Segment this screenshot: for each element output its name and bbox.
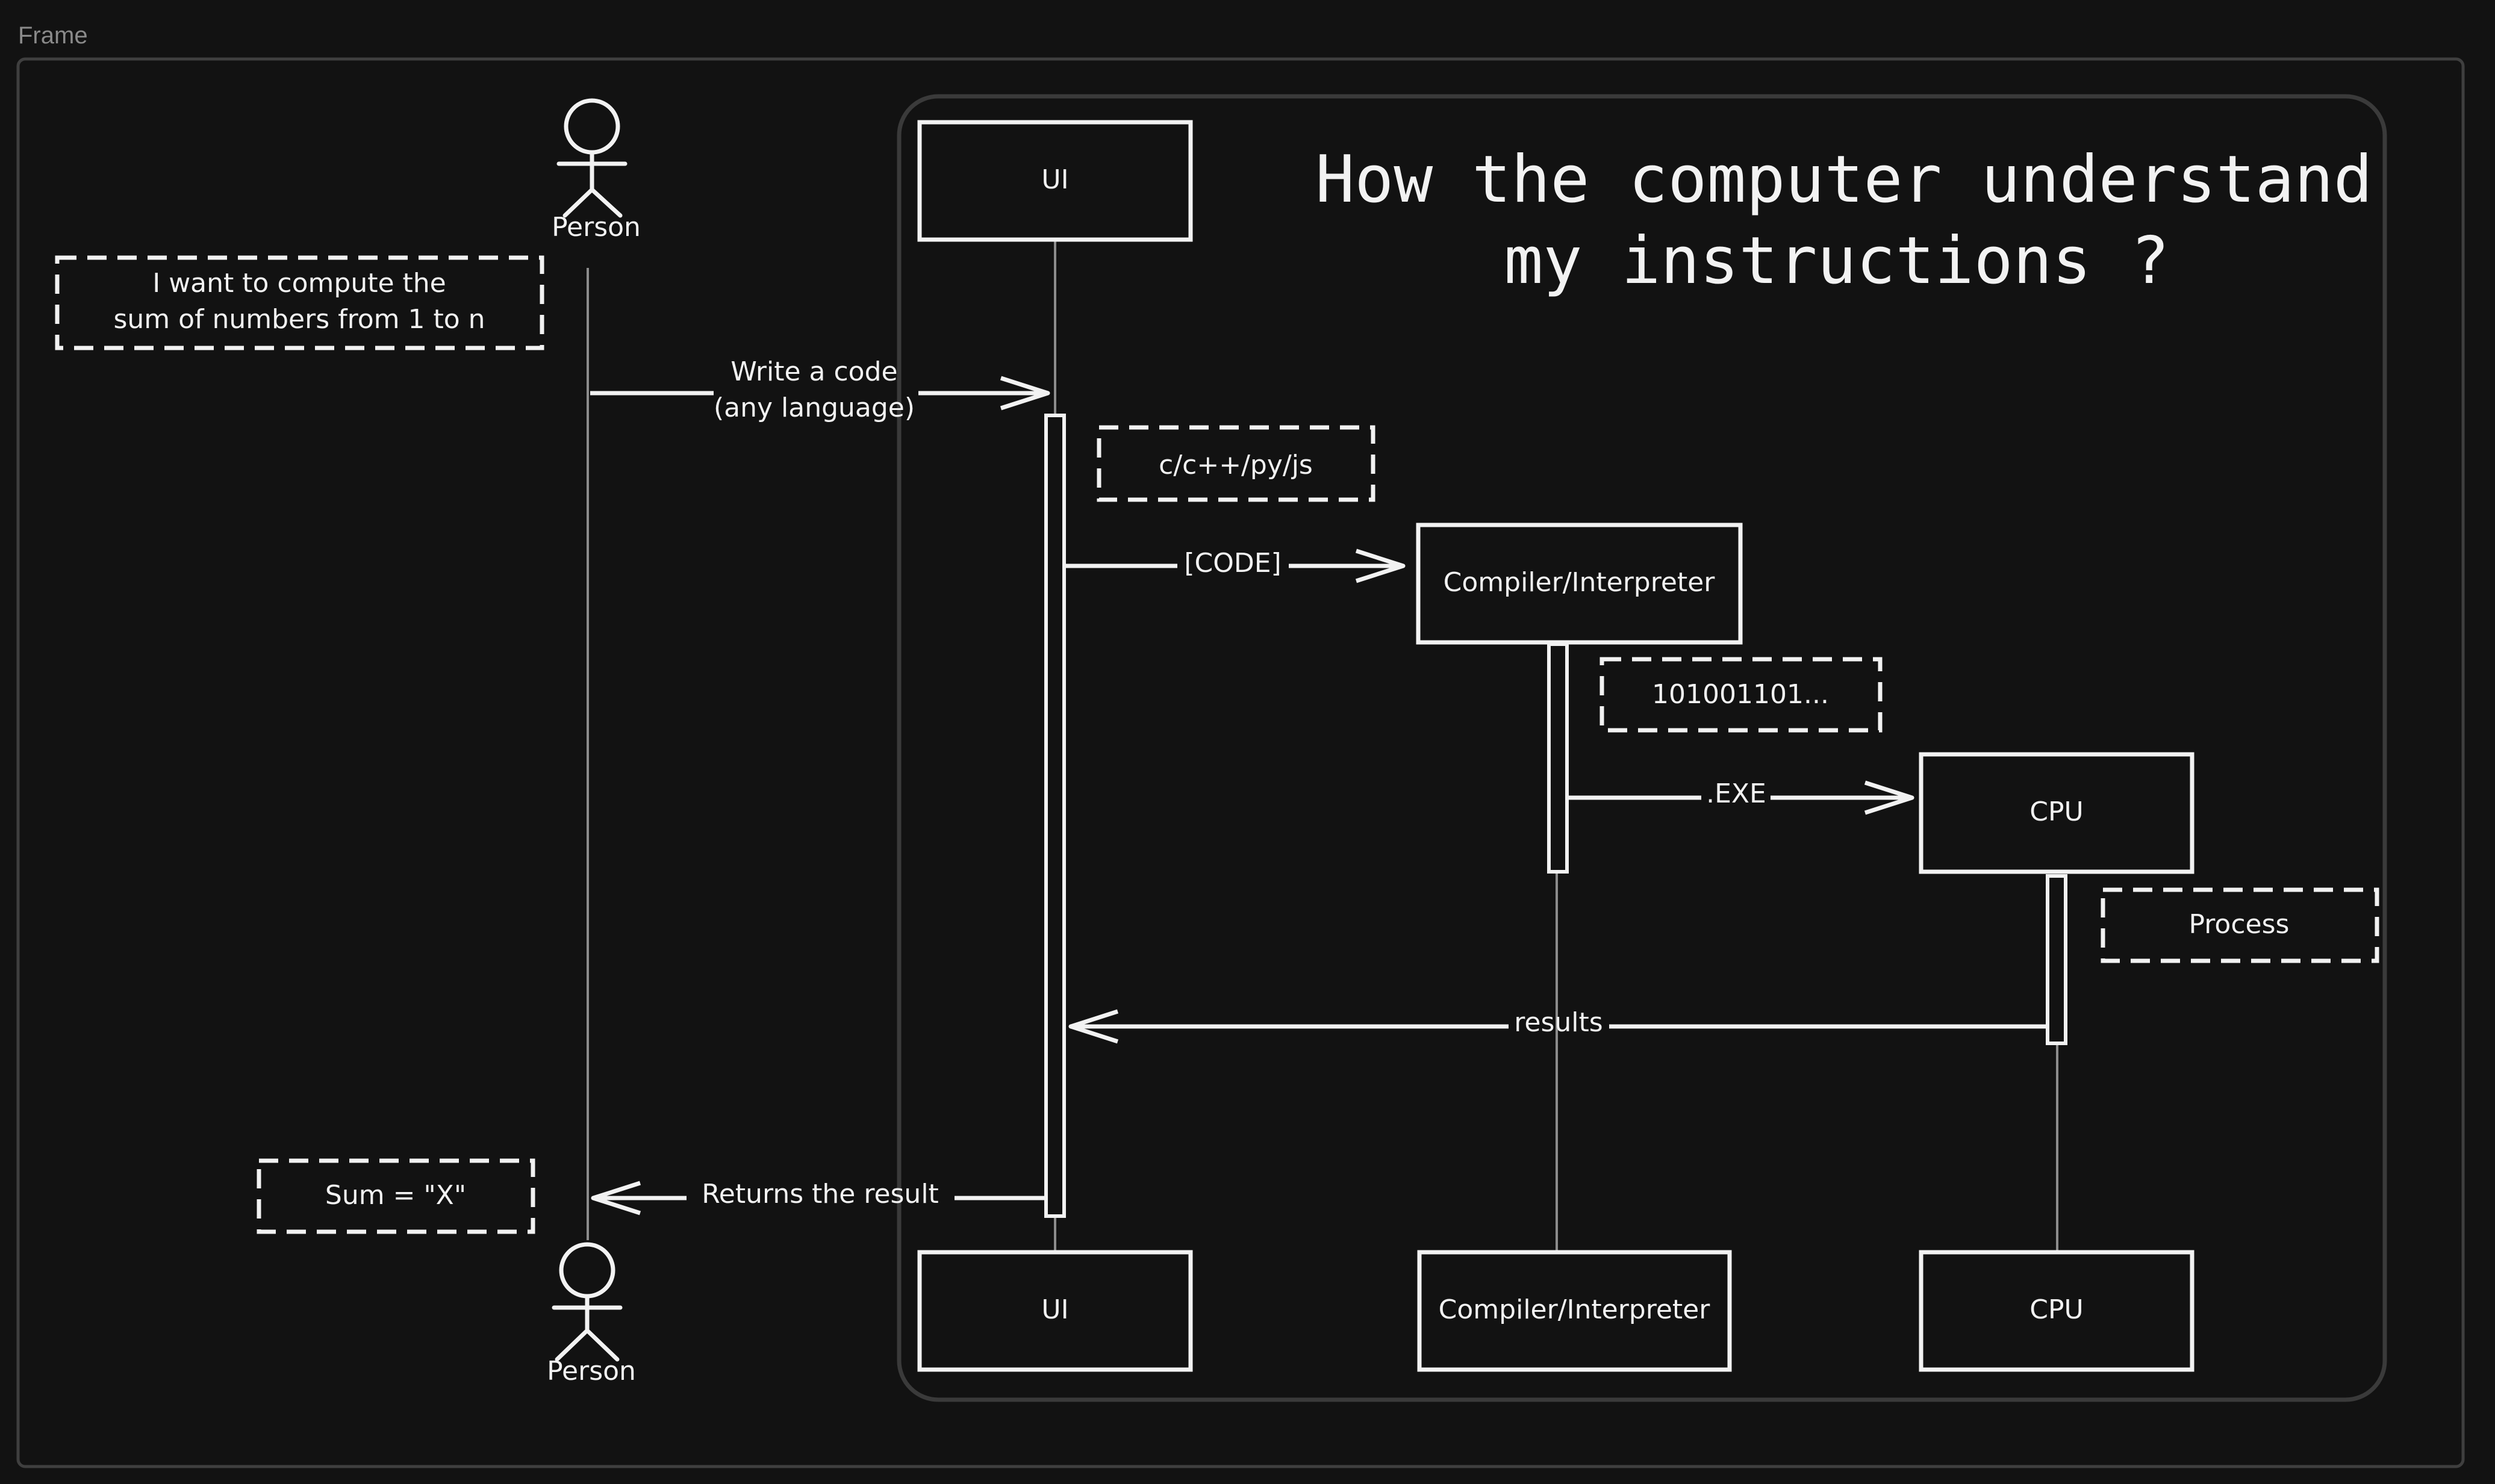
person-actor-top: Person (552, 98, 641, 243)
process-note: Process (2101, 887, 2379, 963)
ui-activation-bar (1044, 414, 1066, 1218)
ui-bottom-label: UI (1041, 1294, 1068, 1325)
cpu-participant-top: CPU (1919, 752, 2194, 874)
ui-participant-top: UI (917, 120, 1193, 242)
intent-note-line2: sum of numbers from 1 to n (113, 304, 485, 335)
arrowhead-right-icon (1000, 376, 1050, 411)
message-write-code: Write a code (any language) (590, 356, 1050, 423)
compiler-activation-bar (1547, 642, 1569, 874)
compiler-top-label: Compiler/Interpreter (1444, 567, 1716, 598)
person-top-label: Person (552, 212, 641, 243)
cpu-top-label: CPU (2029, 796, 2083, 827)
intent-note: I want to compute the sum of numbers fro… (55, 255, 544, 350)
diagram-title-line2: my instructions ? (1504, 223, 2169, 299)
returns-message-label: Returns the result (702, 1179, 939, 1209)
languages-note: c/c++/py/js (1097, 425, 1375, 502)
intent-note-line1: I want to compute the (152, 268, 446, 299)
code-message-label: [CODE] (1184, 548, 1281, 579)
person-figure-icon (556, 98, 628, 218)
person-figure-bottom-icon (552, 1242, 623, 1362)
message-returns: Returns the result (591, 1179, 1046, 1215)
write-code-label-line2: (any language) (714, 393, 915, 423)
binary-note-text: 101001101... (1652, 679, 1829, 710)
write-code-label-line1: Write a code (730, 356, 897, 387)
person-actor-bottom: Person (547, 1242, 636, 1386)
process-note-text: Process (2189, 909, 2290, 940)
compiler-participant-top: Compiler/Interpreter (1416, 523, 1743, 645)
outer-frame (16, 57, 2465, 1468)
cpu-bottom-label: CPU (2029, 1294, 2083, 1325)
results-message-label: results (1514, 1007, 1603, 1038)
arrowhead-right-icon (1864, 780, 1914, 815)
ui-participant-bottom: UI (917, 1250, 1193, 1372)
frame-label: Frame (18, 22, 88, 49)
sum-note-text: Sum = "X" (325, 1180, 466, 1211)
compiler-bottom-label: Compiler/Interpreter (1439, 1294, 1711, 1325)
message-exe: .EXE (1569, 778, 1914, 815)
message-code: [CODE] (1066, 548, 1406, 583)
languages-note-text: c/c++/py/js (1159, 450, 1313, 480)
cpu-participant-bottom: CPU (1919, 1250, 2194, 1372)
system-group-frame (897, 94, 2387, 1402)
cpu-activation-bar (2046, 874, 2067, 1045)
compiler-participant-bottom: Compiler/Interpreter (1417, 1250, 1732, 1372)
message-results: results (1068, 1007, 2048, 1044)
binary-note: 101001101... (1599, 657, 1883, 733)
arrowhead-right-icon (1355, 548, 1406, 583)
diagram-title-line1: How the computer understand (1315, 142, 2373, 217)
sum-note: Sum = "X" (257, 1158, 535, 1234)
arrowhead-left-icon (1068, 1009, 1119, 1044)
ui-top-label: UI (1041, 164, 1068, 195)
exe-message-label: .EXE (1706, 778, 1766, 809)
person-bottom-label: Person (547, 1356, 636, 1386)
arrowhead-left-icon (591, 1181, 641, 1215)
